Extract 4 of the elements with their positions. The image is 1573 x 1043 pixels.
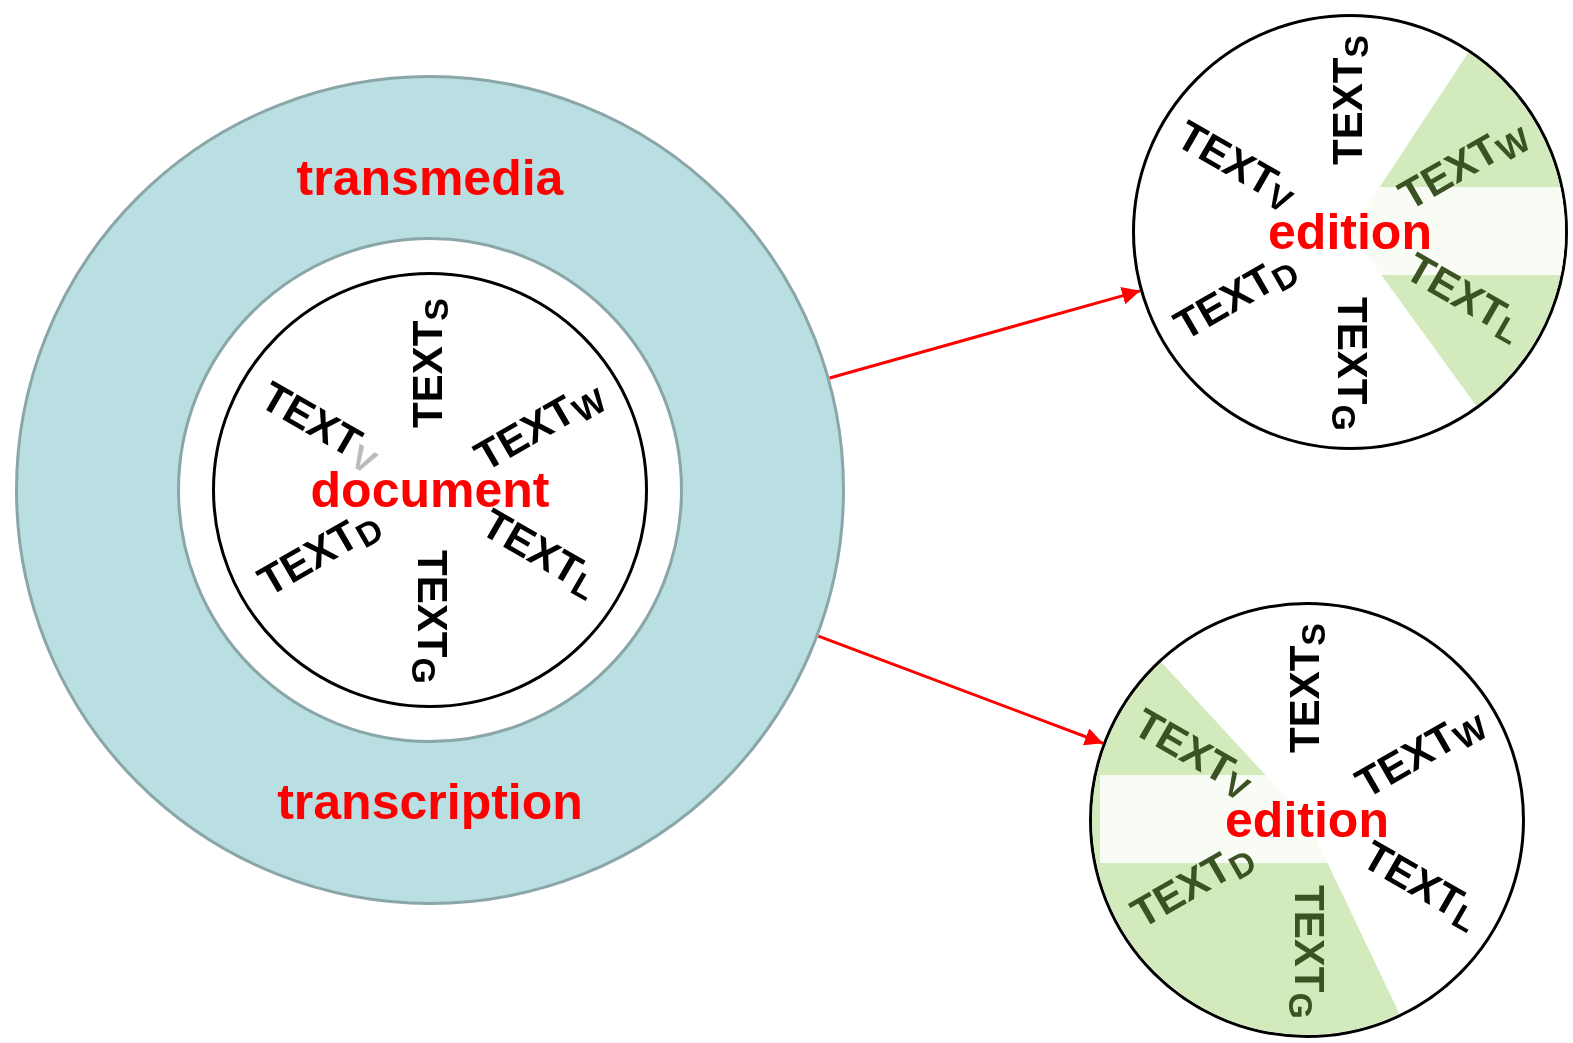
ring-label: transcription	[277, 777, 583, 827]
arrow	[829, 287, 1141, 380]
ring-label: transmedia	[296, 153, 564, 203]
arrow	[817, 634, 1104, 746]
